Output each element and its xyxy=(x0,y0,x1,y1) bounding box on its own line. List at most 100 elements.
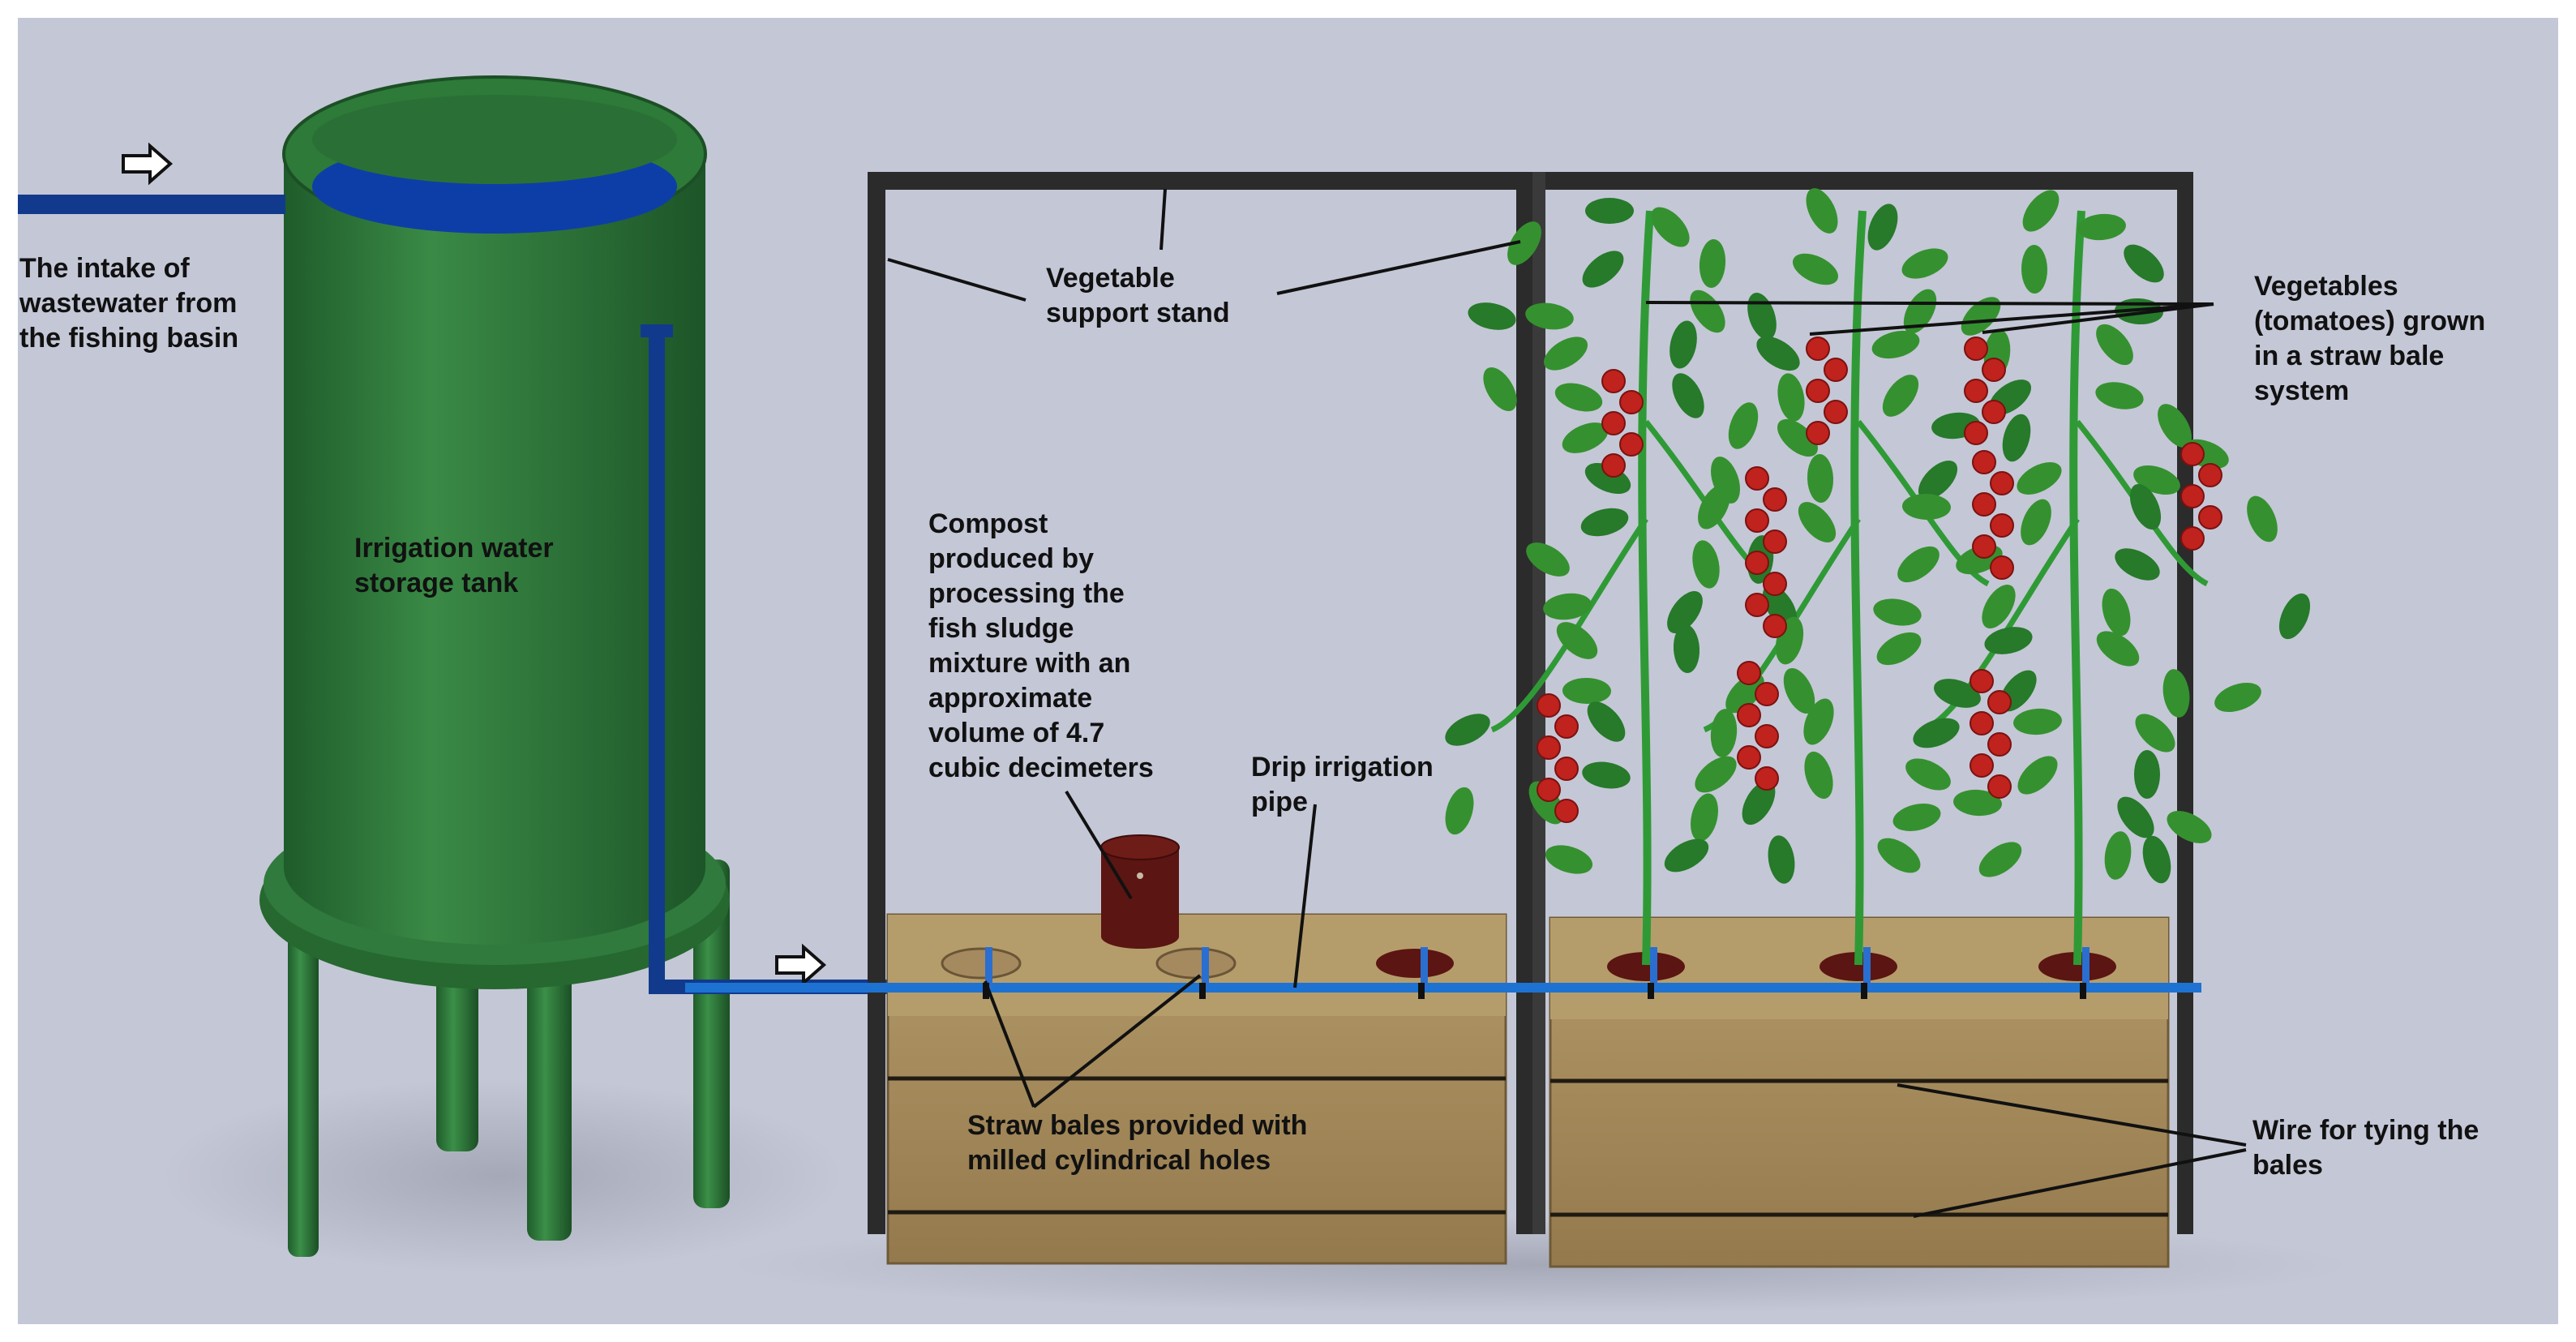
tomato-leaf xyxy=(1918,460,1958,500)
tank-label: Irrigation water storage tank xyxy=(354,531,554,601)
tomato-leaf xyxy=(2162,669,2190,718)
label-line: system xyxy=(2254,375,2350,406)
tomato-leaf xyxy=(1562,422,1609,453)
tomato-leaf xyxy=(1582,761,1631,789)
tomato-leaf xyxy=(1756,336,1800,371)
tomato-leaf xyxy=(2115,548,2160,581)
tomato-leaf xyxy=(1445,714,1490,746)
tank-leg xyxy=(288,916,319,1257)
tomato-leaf xyxy=(1953,789,2002,817)
tomato-leaf xyxy=(1806,188,1838,234)
tomato-fruit xyxy=(1601,369,1626,393)
tank-leg xyxy=(436,957,478,1151)
tomato-fruit xyxy=(1745,508,1769,533)
label-line: cubic decimeters xyxy=(928,752,1154,783)
tomato-leaf xyxy=(2124,244,2164,283)
tomato-fruit xyxy=(1763,487,1787,512)
tomato-branch xyxy=(1856,419,1990,587)
tomato-leaf xyxy=(2214,682,2261,713)
drip-emitter-clip xyxy=(1648,983,1654,999)
tomato-fruit xyxy=(1990,471,2014,495)
tomato-fruit xyxy=(1601,453,1626,478)
tank-body xyxy=(284,154,705,945)
tomato-fruit xyxy=(1982,400,2006,424)
tomato-leaf xyxy=(2167,811,2212,843)
tomato-leaf xyxy=(1902,493,1951,521)
tomato-leaf xyxy=(1901,248,1948,279)
tomato-fruit xyxy=(2180,442,2205,466)
tomato-leaf xyxy=(2135,714,2175,752)
label-line: processing the xyxy=(928,578,1125,609)
tank-leg xyxy=(527,949,572,1241)
tomato-leaf xyxy=(1803,698,1834,745)
drip-emitters xyxy=(983,947,2090,999)
tomato-leaf xyxy=(2278,593,2311,640)
compost-label: Compost produced by processing the fish … xyxy=(928,507,1154,786)
tomato-fruit xyxy=(1972,534,1996,559)
tomato-fruit xyxy=(2180,526,2205,551)
tomato-leaf xyxy=(2017,756,2058,795)
cylindrical-holes xyxy=(941,947,2116,981)
label-line: wastewater from xyxy=(19,288,238,319)
label-line: storage tank xyxy=(354,568,519,598)
tomato-leaf xyxy=(1984,627,2033,654)
tomato-fruit xyxy=(1755,724,1779,748)
tomato-fruit xyxy=(1990,555,2014,580)
drip-emitter xyxy=(2082,947,2090,989)
tomato-leaf xyxy=(1903,289,1937,334)
tomato-branch xyxy=(1490,517,1648,733)
tomato-fruit xyxy=(1745,593,1769,617)
tomato-leaf xyxy=(1543,337,1588,371)
tomato-fruit xyxy=(1755,766,1779,791)
label-line: support stand xyxy=(1046,298,1230,328)
tomato-leaf xyxy=(2017,462,2062,495)
tomato-leaf xyxy=(2096,324,2133,366)
tomato-leaf xyxy=(1545,845,1593,874)
drip-emitter-clip xyxy=(1199,983,1206,999)
tomato-leaf xyxy=(1692,540,1720,589)
tomato-leaf xyxy=(1882,375,1919,417)
label-line: the fishing basin xyxy=(19,323,239,354)
tomato-leaf xyxy=(1673,624,1700,673)
drip-pipe-label: Drip irrigation pipe xyxy=(1251,750,1434,820)
tomato-leaf xyxy=(2021,499,2051,546)
drip-emitter xyxy=(985,947,992,989)
empty-hole xyxy=(1155,947,1237,980)
tomato-fruit xyxy=(1806,379,1830,403)
tomato-leaf xyxy=(1804,751,1833,800)
flow-arrow-icon xyxy=(775,943,827,987)
tomato-fruit xyxy=(1964,421,1988,445)
tomato-leaf xyxy=(2021,245,2048,294)
tomato-fruit xyxy=(1737,703,1761,727)
tomato-fruit xyxy=(1619,432,1644,457)
tomato-fruit xyxy=(1619,390,1644,414)
tomato-fruit xyxy=(1745,466,1769,491)
drip-emitter-clip xyxy=(983,983,989,999)
tomato-fruit xyxy=(1554,799,1579,823)
label-line: Wire for tying the xyxy=(2252,1115,2480,1146)
tomato-leaf xyxy=(2022,190,2060,232)
intake-label: The intake of wastewater from the fishin… xyxy=(19,251,238,356)
tomato-leaf xyxy=(1728,402,1759,449)
tomato-leaf xyxy=(1691,793,1718,842)
tomato-leaf xyxy=(2013,708,2062,735)
drip-emitter-clip xyxy=(1418,983,1425,999)
tomato-fruit xyxy=(1806,337,1830,361)
tomato-fruit xyxy=(1537,693,1561,718)
tomato-leaf xyxy=(1580,508,1629,537)
drip-emitter-clip xyxy=(1861,983,1867,999)
tomato-leaf xyxy=(2096,631,2140,667)
tomato-leaf xyxy=(1672,373,1704,418)
tomato-leaf xyxy=(1562,677,1611,705)
tomato-leaf xyxy=(1961,297,2001,336)
straw-bales-label: Straw bales provided with milled cylindr… xyxy=(967,1108,1307,1178)
tomato-leaf xyxy=(1483,367,1517,412)
tomato-stem xyxy=(2069,210,2085,966)
wire-label: Wire for tying the bales xyxy=(2252,1113,2479,1183)
tomato-leaf xyxy=(1792,253,1839,285)
compost-cylinder xyxy=(1100,834,1180,949)
intake-pipe xyxy=(18,195,285,214)
tomato-fruit xyxy=(2198,505,2222,530)
tomato-fruit xyxy=(1537,778,1561,802)
